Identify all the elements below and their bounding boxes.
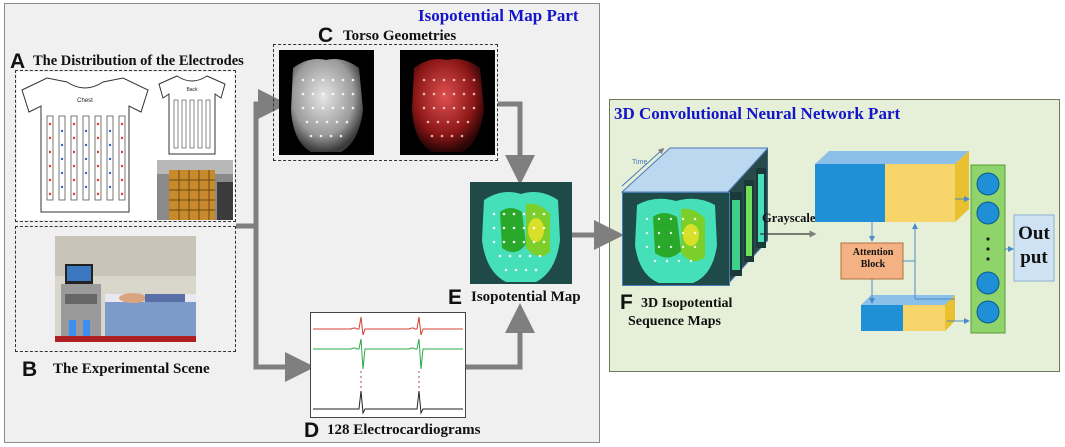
grayscale-label: Grayscale <box>762 211 816 225</box>
panel-letter-e: E <box>448 286 463 309</box>
torso-geometry-gray-image <box>279 50 374 155</box>
experimental-scene-photo <box>55 236 196 342</box>
panel-letter-c: C <box>318 24 334 47</box>
isopotential-section-title: Isopotential Map Part <box>418 6 579 25</box>
electrode-distribution-box <box>15 70 236 222</box>
panel-letter-f: F <box>620 291 633 314</box>
panel-letter-b: B <box>22 358 38 381</box>
time-axis-label: Time <box>632 159 647 166</box>
attention-label-line1: Attention <box>852 247 894 258</box>
attention-block: Attention Block <box>843 247 903 271</box>
output-label-line1: Out <box>1018 223 1050 244</box>
sequence-front-map <box>622 192 730 286</box>
experimental-scene-label: The Experimental Scene <box>53 361 210 377</box>
ecg-label: 128 Electrocardiograms <box>327 422 481 438</box>
sequence-maps-label-line2: Sequence Maps <box>628 314 721 329</box>
output-label-line2: put <box>1020 247 1048 268</box>
torso-geometries-label: Torso Geometries <box>343 28 457 44</box>
attention-label-line2: Block <box>860 259 886 270</box>
isopotential-map-image <box>470 182 572 284</box>
sequence-map-stack: Time <box>620 147 768 286</box>
shirt-back-label: Back <box>186 87 198 93</box>
cnn-network-diagram <box>760 151 1055 334</box>
ecg-plot <box>310 312 466 418</box>
shirt-front-label: Chest <box>77 98 93 104</box>
panel-letter-a: A <box>10 50 26 73</box>
electrode-distribution-label: The Distribution of the Electrodes <box>33 53 244 69</box>
torso-geometry-red-image <box>400 50 495 155</box>
electrode-layout-image: Chest Back <box>17 72 234 220</box>
sequence-maps-label-line1: 3D Isopotential <box>641 296 733 311</box>
output-box: Out put <box>1014 222 1054 270</box>
torso-geometries-box <box>273 44 498 161</box>
isopotential-map-label: Isopotential Map <box>471 289 581 305</box>
panel-letter-d: D <box>304 419 320 442</box>
experimental-scene-box <box>15 226 236 352</box>
cnn-section-title: 3D Convolutional Neural Network Part <box>614 104 901 123</box>
